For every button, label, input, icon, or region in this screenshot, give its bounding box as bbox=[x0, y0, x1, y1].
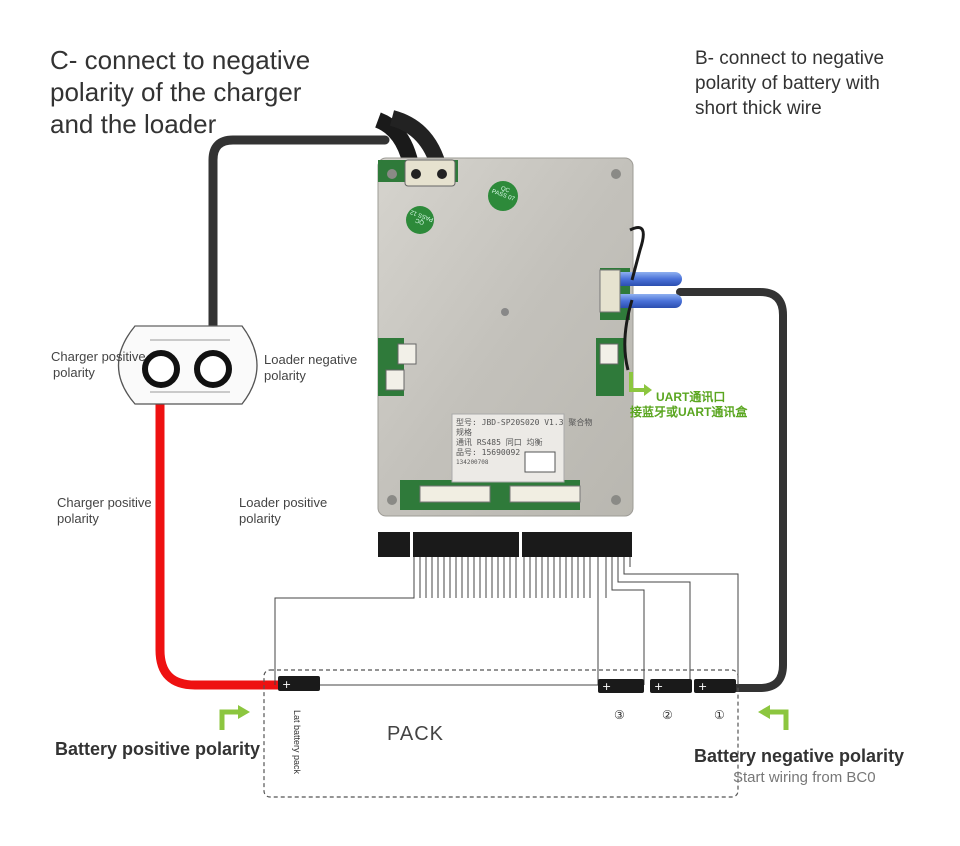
qc-badge-2 bbox=[406, 206, 434, 234]
return-arrow-icon bbox=[768, 709, 789, 730]
label-line: B- connect to negative bbox=[695, 48, 885, 69]
start-wiring-label: Start wiring from BC0 bbox=[733, 769, 876, 786]
positive-wire bbox=[155, 367, 290, 690]
label-line: polarity of the charger bbox=[50, 77, 302, 107]
pack-outline bbox=[263, 669, 739, 798]
svg-text:+: + bbox=[654, 680, 663, 693]
cell-number-3: ③ bbox=[614, 708, 625, 722]
label-line: 接蓝牙或UART通讯盒 bbox=[630, 405, 748, 419]
label-line: polarity bbox=[53, 365, 95, 380]
uart-label: UART通讯口 接蓝牙或UART通讯盒 bbox=[630, 390, 747, 420]
label-line: Loader negative bbox=[264, 352, 358, 367]
c-minus-wire bbox=[208, 135, 390, 373]
power-connector bbox=[117, 325, 258, 405]
cell-last bbox=[278, 676, 320, 691]
board-sticker: 型号: JBD-SP20S020 V1.3 聚合物 规格 通讯 RS485 同口… bbox=[456, 418, 592, 468]
pack-label: PACK bbox=[387, 723, 444, 745]
balance-connector-3 bbox=[522, 532, 632, 557]
cell-2 bbox=[650, 679, 692, 693]
qc-badge-1 bbox=[488, 181, 518, 211]
last-battery-label: Lat battery pack bbox=[292, 710, 302, 775]
svg-text:+: + bbox=[698, 680, 707, 693]
b-minus-label: B- connect to negative polarity of batte… bbox=[695, 46, 884, 121]
balance-connector-1 bbox=[378, 532, 410, 557]
label-line: and the loader bbox=[50, 109, 217, 139]
cell-number-2: ② bbox=[662, 708, 673, 722]
label-line: polarity bbox=[239, 511, 281, 526]
label-line: polarity of battery with bbox=[695, 73, 880, 94]
sticker-line: 规格 bbox=[456, 428, 472, 437]
balance-connector-2 bbox=[413, 532, 519, 557]
label-line: Loader positive bbox=[239, 495, 328, 510]
label-line: Charger positive bbox=[57, 495, 152, 510]
label-line: C- connect to negative bbox=[50, 45, 311, 75]
return-arrow-icon bbox=[219, 709, 240, 730]
loader-positive-label: Loader positive polarity bbox=[239, 495, 327, 527]
sticker-line: 品号: 15690092 bbox=[456, 448, 521, 457]
battery-negative-label: Battery negative polarity bbox=[694, 746, 905, 766]
label-line: UART通讯口 bbox=[656, 390, 726, 404]
label-line: polarity bbox=[264, 368, 306, 383]
sticker-line: 134200708 bbox=[456, 459, 489, 466]
svg-text:+: + bbox=[602, 680, 611, 693]
battery-positive-label: Battery positive polarity bbox=[55, 739, 261, 759]
cell-1 bbox=[694, 679, 736, 693]
cell-number-1: ① bbox=[714, 708, 725, 722]
loader-negative-label: Loader negative polarity bbox=[264, 352, 357, 384]
label-line: Charger positive bbox=[51, 349, 146, 364]
cell-3 bbox=[598, 679, 644, 693]
svg-text:+: + bbox=[282, 678, 291, 691]
charger-positive-label-top: Charger positive polarity bbox=[51, 349, 146, 381]
charger-positive-label-bottom: Charger positive polarity bbox=[57, 495, 152, 527]
bms-board bbox=[377, 157, 634, 517]
return-arrow-icon bbox=[629, 372, 645, 392]
sticker-line: 型号: JBD-SP20S020 V1.3 聚合物 bbox=[456, 418, 593, 427]
c-minus-label: C- connect to negative polarity of the c… bbox=[50, 44, 310, 140]
b-minus-wire bbox=[676, 288, 787, 692]
label-line: short thick wire bbox=[695, 98, 822, 119]
label-line: polarity bbox=[57, 511, 99, 526]
sticker-line: 通讯 RS485 同口 均衡 bbox=[456, 438, 543, 447]
